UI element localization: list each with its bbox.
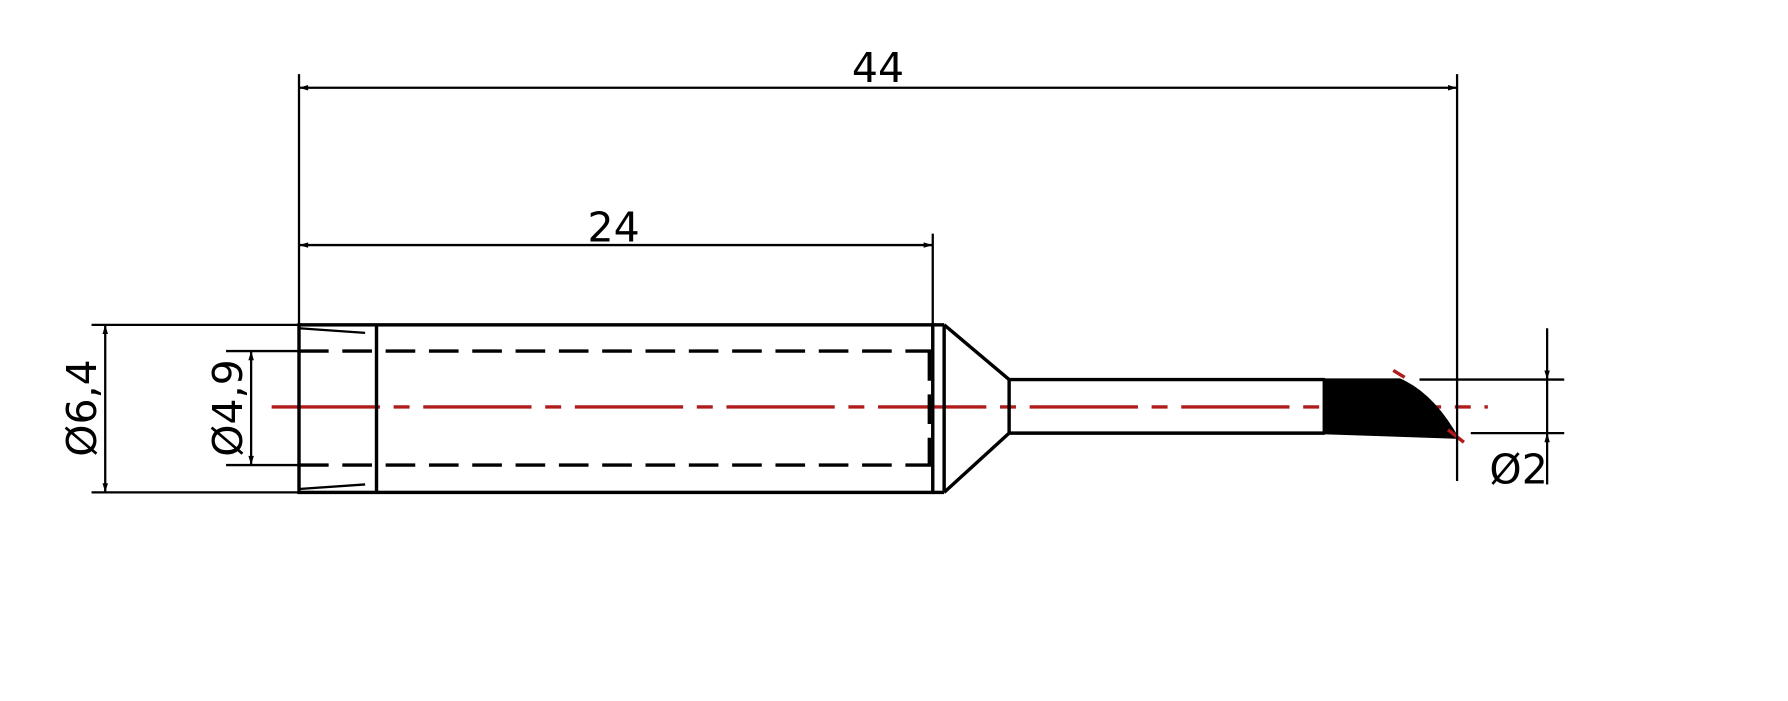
tip-mark bbox=[1392, 368, 1406, 379]
dimension-label-tip-diameter: Ø2 bbox=[1489, 445, 1547, 493]
dimension-outer-diameter: Ø6,4 bbox=[58, 323, 300, 494]
dimension-label-24: 24 bbox=[587, 204, 639, 252]
bevel-tip bbox=[1322, 378, 1460, 439]
dimension-overall-length: 44 bbox=[297, 44, 1459, 493]
dimension-inner-diameter: Ø4,9 bbox=[204, 349, 300, 467]
dimension-label-inner-diameter: Ø4,9 bbox=[204, 359, 252, 457]
dimension-label-44: 44 bbox=[852, 44, 904, 92]
inner-bore-hidden-lines bbox=[299, 349, 933, 467]
taper-cone bbox=[943, 323, 1011, 494]
dimension-body-length: 24 bbox=[299, 204, 934, 325]
dimension-label-outer-diameter: Ø6,4 bbox=[58, 359, 106, 457]
shaft bbox=[1009, 377, 1325, 435]
dimension-tip-diameter: Ø2 bbox=[1419, 328, 1565, 493]
